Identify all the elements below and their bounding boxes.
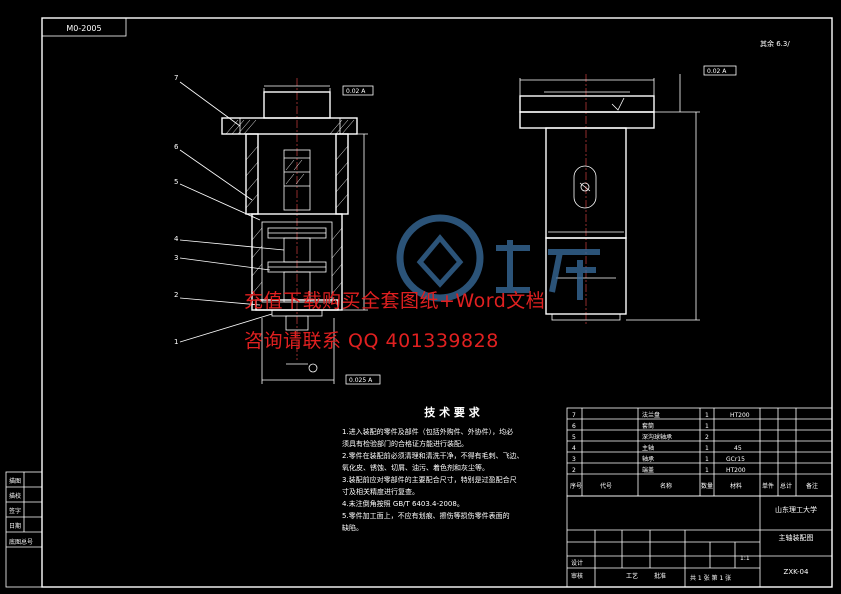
stamp-label-2: 描校 <box>9 492 21 500</box>
bom-header-qty: 数量 <box>701 482 713 490</box>
bom-qty-6: 1 <box>705 423 709 430</box>
tech-line-6: 寸及相关精度进行复查。 <box>342 488 419 496</box>
bom-mat-2: HT200 <box>726 467 746 474</box>
bom-rows: 7 法兰盘 1 HT200 6 套筒 1 5 深沟球轴承 2 4 主轴 1 45… <box>570 411 818 490</box>
surface-finish-note: 其余 6.3/ <box>760 39 790 48</box>
tech-line-1: 1.进入装配的零件及部件（包括外购件、外协件），均必 <box>342 428 514 436</box>
tolerance-box-2: 0.025 A <box>349 377 373 384</box>
tech-requirements: 技 术 要 求 1.进入装配的零件及部件（包括外购件、外协件），均必 须具有检验… <box>342 404 562 534</box>
watermark-line-1: 充值下载购买全套图纸+Word文档 <box>244 290 546 312</box>
outer-frame <box>41 17 833 588</box>
title-block-drawing-name: 主轴装配图 <box>779 533 814 542</box>
tech-line-8: 5.零件加工面上，不应有划痕、擦伤等损伤零件表面的 <box>342 512 510 520</box>
bom-header-no: 序号 <box>570 482 582 490</box>
part-number-1: 1 <box>174 338 178 346</box>
stamp-label-5: 日期 <box>9 522 21 530</box>
bom-name-7: 法兰盘 <box>642 411 660 419</box>
part-number-7: 7 <box>174 74 178 82</box>
outline-view: 0.02 A <box>519 65 737 324</box>
stamp-label-4: 签字 <box>9 507 21 515</box>
title-block-scale: 1:1 <box>740 555 750 562</box>
tech-line-3: 2.零件在装配前必须清理和清洗干净，不得有毛刺、飞边、 <box>342 452 524 460</box>
bom-header-name: 名称 <box>660 482 672 490</box>
section-view: 0.02 A 0.025 A <box>179 78 381 385</box>
stamp-label-3: 底图总号 <box>9 538 33 546</box>
bom-header-remark: 备注 <box>806 482 818 490</box>
title-block-role-design: 设计 <box>571 559 583 567</box>
bom-table <box>566 407 833 497</box>
bom-name-6: 套筒 <box>642 422 654 430</box>
bom-header-unit: 单件 <box>762 482 774 490</box>
bom-no-4: 4 <box>572 445 576 452</box>
title-block-drawing-no: ZXK-04 <box>784 568 809 576</box>
tolerance-box-1: 0.02 A <box>346 88 366 95</box>
part-number-3: 3 <box>174 254 178 262</box>
part-number-labels: 7 6 5 4 3 2 1 <box>174 74 179 346</box>
bom-no-7: 7 <box>572 412 576 419</box>
bom-mat-3: GCr15 <box>726 456 745 463</box>
title-block-role-approve: 批准 <box>654 572 666 580</box>
bom-name-2: 端盖 <box>642 466 654 474</box>
tolerance-box-3: 0.02 A <box>707 68 727 75</box>
bom-name-5: 深沟球轴承 <box>642 433 672 441</box>
watermark-line-2: 咨询请联系 QQ 401339828 <box>244 330 499 352</box>
bom-qty-3: 1 <box>705 456 709 463</box>
bom-no-3: 3 <box>572 456 576 463</box>
watermark-logo-icon <box>396 214 600 302</box>
side-stamp <box>5 471 43 588</box>
part-number-4: 4 <box>174 235 179 243</box>
bom-qty-5: 2 <box>705 434 709 441</box>
bom-mat-4: 45 <box>734 445 742 452</box>
part-number-5: 5 <box>174 178 178 186</box>
bom-name-3: 轴承 <box>642 455 654 463</box>
bom-header-code: 代号 <box>600 482 612 490</box>
bom-qty-4: 1 <box>705 445 709 452</box>
title-block <box>566 495 833 588</box>
bom-no-5: 5 <box>572 434 576 441</box>
bom-name-4: 主轴 <box>642 444 654 452</box>
bom-mat-7: HT200 <box>730 412 750 419</box>
bom-qty-2: 1 <box>705 467 709 474</box>
stamp-label-1: 描图 <box>9 477 21 485</box>
bom-no-6: 6 <box>572 423 576 430</box>
part-number-6: 6 <box>174 143 179 151</box>
title-block-school: 山东理工大学 <box>775 505 817 514</box>
tech-line-5: 3.装配前应对零部件的主要配合尺寸，特别是过盈配合尺 <box>342 476 517 484</box>
bom-header-total: 总计 <box>780 482 792 490</box>
tech-line-7: 4.未注倒角按照 GB/T 6403.4-2008。 <box>342 500 464 508</box>
bom-qty-7: 1 <box>705 412 709 419</box>
bom-header-mat: 材料 <box>730 482 742 490</box>
part-number-2: 2 <box>174 291 178 299</box>
title-block-role-review: 审核 <box>571 572 583 580</box>
tech-line-4: 氧化皮、锈蚀、切屑、油污、着色剂和灰尘等。 <box>342 464 489 472</box>
title-block-sheet: 共 1 张 第 1 张 <box>690 574 731 582</box>
bom-no-2: 2 <box>572 467 576 474</box>
code-box <box>41 17 127 37</box>
tech-line-9: 缺陷。 <box>342 524 363 532</box>
tech-line-2: 须具有检验部门的合格证方能进行装配。 <box>342 440 468 448</box>
code-box-text: M0-2005 <box>66 24 101 33</box>
title-block-role-process: 工艺 <box>626 572 638 580</box>
tech-requirements-title: 技 术 要 求 <box>424 406 480 419</box>
